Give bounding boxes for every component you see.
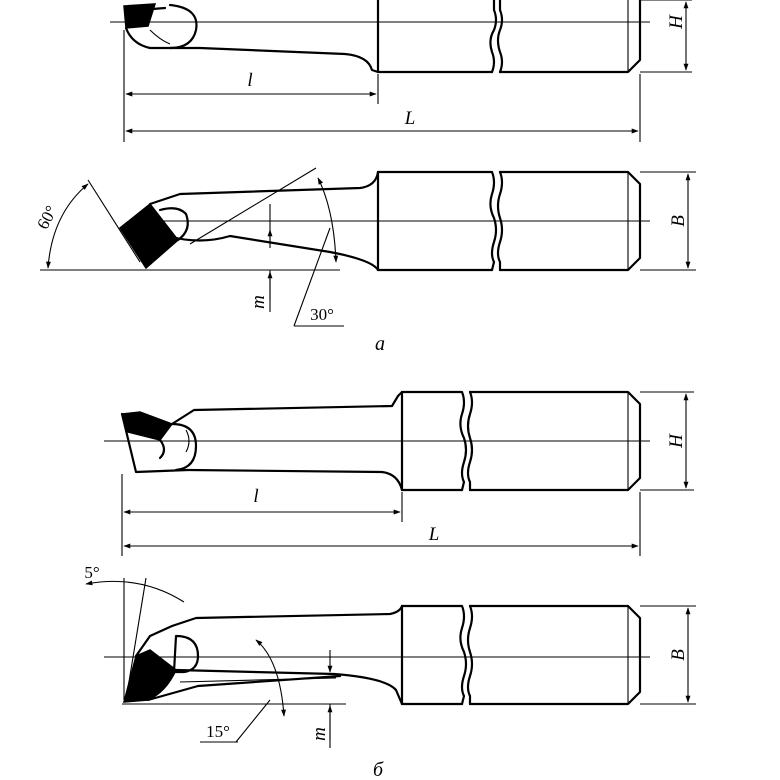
caption-a: а (375, 333, 385, 355)
dim-label-B: B (668, 215, 689, 227)
dim-label-L: L (428, 524, 440, 545)
dim-label-B: B (668, 649, 689, 661)
insert-tip (123, 3, 157, 29)
insert-tip (120, 411, 174, 441)
caption-b: б (373, 759, 384, 780)
dim-label-L: L (404, 108, 416, 129)
dim-label-m: m (309, 727, 330, 741)
dim-label-H: H (666, 14, 687, 30)
angle-label-30: 30° (310, 305, 334, 324)
angle-label-5: 5° (84, 563, 99, 582)
dim-label-l: l (247, 70, 252, 91)
dim-label-l: l (253, 486, 258, 507)
view-a-front: H l L (110, 0, 692, 142)
dim-label-m: m (248, 295, 269, 309)
dim-label-H: H (666, 433, 687, 449)
view-a-top: B 60° m 30° а (33, 167, 696, 355)
angle-label-15: 15° (206, 722, 230, 741)
view-b-front: H l L (104, 390, 694, 556)
view-b-top: B 5° 15° m б (84, 563, 696, 780)
